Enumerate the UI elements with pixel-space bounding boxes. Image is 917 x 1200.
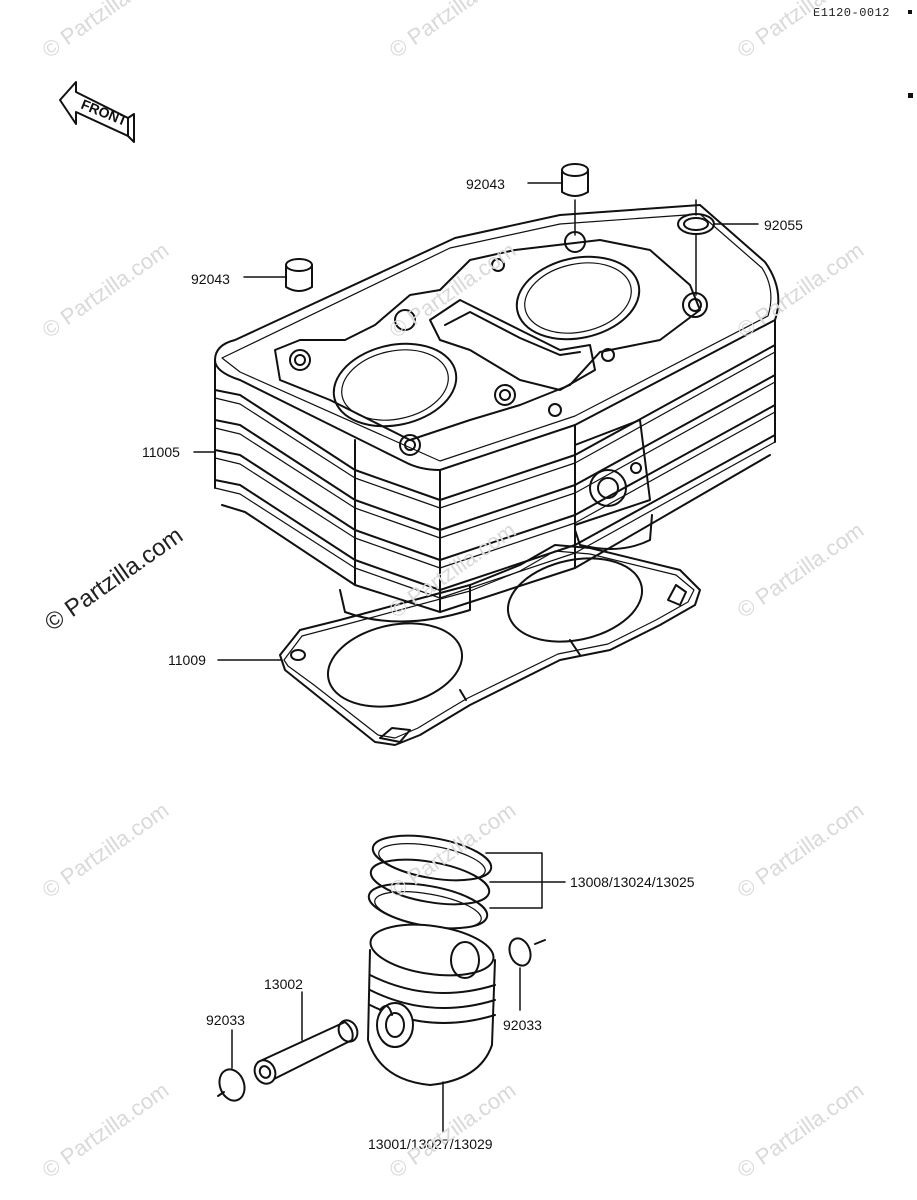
cylinder-block bbox=[214, 204, 780, 623]
corner-mark bbox=[908, 10, 912, 14]
leader-lines bbox=[193, 182, 759, 1133]
front-arrow-icon: FRONT bbox=[59, 81, 135, 143]
label-11009: 11009 bbox=[168, 652, 206, 668]
label-13001: 13001/13027/13029 bbox=[368, 1136, 493, 1152]
piston bbox=[367, 923, 496, 1086]
label-92033-right: 92033 bbox=[503, 1017, 542, 1033]
label-13008: 13008/13024/13025 bbox=[570, 874, 695, 890]
diagram-code: E1120-0012 bbox=[813, 6, 891, 20]
piston-pin bbox=[253, 1019, 359, 1085]
dowel-pin-top bbox=[561, 163, 589, 197]
label-13002: 13002 bbox=[264, 976, 303, 992]
label-92043-left: 92043 bbox=[191, 271, 230, 287]
label-92033-left: 92033 bbox=[206, 1012, 245, 1028]
piston-pin-clip-left bbox=[217, 1068, 246, 1102]
label-92055: 92055 bbox=[764, 217, 803, 233]
cylinder-base-gasket bbox=[279, 544, 701, 746]
dowel-pin-left bbox=[285, 258, 313, 292]
edge-mark bbox=[908, 93, 913, 98]
label-11005: 11005 bbox=[142, 444, 180, 460]
label-92043-top: 92043 bbox=[466, 176, 505, 192]
piston-pin-clip-right bbox=[508, 937, 546, 967]
